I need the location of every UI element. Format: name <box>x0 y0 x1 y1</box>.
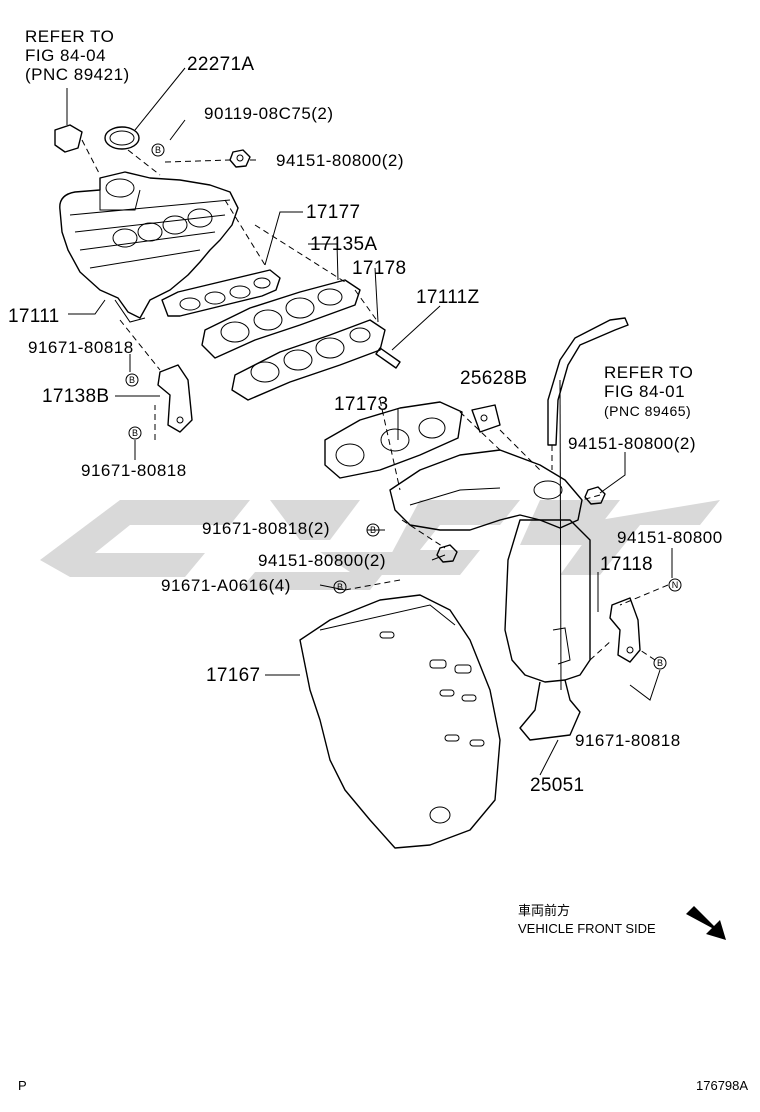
page-marker: P <box>18 1078 27 1093</box>
part-91671-b-label[interactable]: 91671-80818 <box>81 461 187 480</box>
badge-b-91671c: B <box>366 523 380 537</box>
part-17135A-label[interactable]: 17135A <box>310 234 377 255</box>
part-17111Z-label[interactable]: 17111Z <box>416 287 480 308</box>
nut-icon <box>229 149 251 168</box>
svg-text:B: B <box>370 525 376 535</box>
part-94151-single-label[interactable]: 94151-80800 <box>617 528 723 547</box>
part-94151-right-label[interactable]: 94151-80800(2) <box>568 434 696 453</box>
part-91671-d-label[interactable]: 91671-80818 <box>575 731 681 750</box>
front-arrow-icon <box>686 906 726 940</box>
svg-text:車両前方: 車両前方 <box>518 903 570 918</box>
part-91671-a0616-label[interactable]: 91671-A0616(4) <box>161 576 291 595</box>
vehicle-front-indicator: 車両前方 VEHICLE FRONT SIDE <box>518 903 726 940</box>
gasket-17135A <box>201 279 361 359</box>
refer-fig-84-04[interactable]: REFER TO FIG 84-04 (PNC 89421) <box>25 27 130 84</box>
bracket-17118 <box>609 597 641 663</box>
badge-n-94151: N <box>668 578 682 592</box>
nut-icon <box>436 544 458 563</box>
part-91671-c-label[interactable]: 91671-80818(2) <box>202 519 330 538</box>
part-94151-mid-label[interactable]: 94151-80800(2) <box>258 551 386 570</box>
sensor-connector <box>54 88 83 153</box>
stud-bolt <box>375 305 441 369</box>
svg-text:(PNC 89421): (PNC 89421) <box>25 65 130 84</box>
assembly-dashed-lines <box>81 139 669 661</box>
part-17111-label[interactable]: 17111 <box>8 306 60 327</box>
svg-text:FIG 84-01: FIG 84-01 <box>604 382 685 401</box>
svg-text:B: B <box>132 428 138 438</box>
part-17138B-label[interactable]: 17138B <box>42 386 109 407</box>
svg-text:B: B <box>155 145 161 155</box>
nut-icon <box>584 486 606 505</box>
gasket-17178 <box>231 319 386 401</box>
part-25628B-label[interactable]: 25628B <box>460 368 527 389</box>
part-17177-label[interactable]: 17177 <box>306 202 360 223</box>
part-17167-label[interactable]: 17167 <box>206 665 260 686</box>
refer-fig-84-01[interactable]: REFER TO FIG 84-01 (PNC 89465) <box>604 363 693 419</box>
badge-b-91671d: B <box>653 656 667 670</box>
badge-b-91671b: B <box>128 426 142 440</box>
svg-text:REFER TO: REFER TO <box>604 363 693 382</box>
svg-text:FIG 84-04: FIG 84-04 <box>25 46 106 65</box>
svg-text:B: B <box>337 582 343 592</box>
part-91671-a-label[interactable]: 91671-80818 <box>28 338 134 357</box>
gasket-17177 <box>161 269 281 317</box>
part-17178-label[interactable]: 17178 <box>352 258 406 279</box>
badge-b-91671-a0616: B <box>333 580 347 594</box>
part-17118-label[interactable]: 17118 <box>600 554 653 575</box>
badge-b-90119: B <box>151 143 165 157</box>
leader-lines <box>68 119 673 776</box>
illustration-number: 176798A <box>696 1078 748 1093</box>
part-22271A-label[interactable]: 22271A <box>187 54 254 75</box>
oxygen-sensor <box>547 317 629 470</box>
intake-manifold-assembly <box>59 171 239 323</box>
part-94151-top-label[interactable]: 94151-80800(2) <box>276 151 404 170</box>
svg-text:B: B <box>657 658 663 668</box>
badge-b-91671a: B <box>125 373 139 387</box>
bracket-17138B <box>157 364 193 433</box>
heat-insulator-17167 <box>299 594 501 849</box>
plate-25628B <box>471 404 501 433</box>
watermark-logo <box>40 500 720 590</box>
svg-text:N: N <box>672 580 679 590</box>
svg-text:(PNC 89465): (PNC 89465) <box>604 403 691 419</box>
svg-text:B: B <box>129 375 135 385</box>
svg-text:VEHICLE FRONT SIDE: VEHICLE FRONT SIDE <box>518 921 656 936</box>
gasket-ring <box>104 67 186 150</box>
part-25051-label[interactable]: 25051 <box>530 775 584 796</box>
part-17173-label[interactable]: 17173 <box>334 394 388 415</box>
gasket-17173 <box>324 401 463 479</box>
svg-text:REFER TO: REFER TO <box>25 27 114 46</box>
part-90119-label[interactable]: 90119-08C75(2) <box>204 104 334 123</box>
